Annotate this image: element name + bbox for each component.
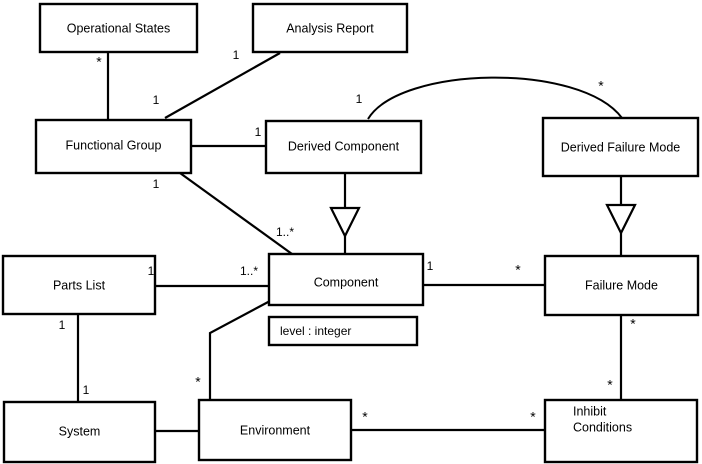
multiplicity-curve-left-one: 1 <box>356 92 363 106</box>
multiplicity-component-to-failure-mode: 1 <box>427 259 434 273</box>
class-label-derived-component: Derived Component <box>288 139 400 153</box>
class-box-functional-group[interactable]: Functional Group <box>34 118 193 175</box>
class-attribute-component-level: level : integer <box>280 324 351 338</box>
class-label-analysis-report: Analysis Report <box>286 21 374 35</box>
class-rect-derived-component <box>264 119 423 175</box>
class-rect-failure-mode <box>543 254 700 317</box>
association-curve-derived-component-derived-failure-mode <box>367 76 623 120</box>
class-attribute-compartment-component <box>267 315 419 347</box>
class-label-derived-failure-mode: Derived Failure Mode <box>561 140 681 154</box>
multiplicity-functional-group-to-operational-states: 1 <box>153 93 160 107</box>
class-label-failure-mode: Failure Mode <box>585 278 658 292</box>
class-box-derived-failure-mode[interactable]: Derived Failure Mode <box>541 116 700 178</box>
class-label-environment: Environment <box>240 423 311 437</box>
class-rect-system <box>2 400 157 464</box>
multiplicity-component-from-parts-list: 1..* <box>240 264 258 278</box>
multiplicity-analysis-report-one: 1 <box>233 48 240 62</box>
generalization-arrow-derived-failure-mode <box>605 203 637 236</box>
class-box-operational-states[interactable]: Operational States <box>38 2 199 54</box>
class-box-analysis-report[interactable]: Analysis Report <box>251 2 409 54</box>
class-box-system[interactable]: System <box>2 400 157 464</box>
multiplicity-environment-to-component-star: * <box>195 374 201 390</box>
multiplicity-parts-list-down-one: 1 <box>59 318 66 332</box>
multiplicity-component-from-functional-group: 1..* <box>276 225 294 239</box>
multiplicity-derived-component-one: 1 <box>255 125 262 139</box>
multiplicity-parts-list-one: 1 <box>148 264 155 278</box>
multiplicity-operational-states-star: * <box>96 54 102 70</box>
multiplicity-inhibit-conditions-left-star: * <box>530 409 536 425</box>
class-box-derived-component[interactable]: Derived Component <box>264 119 423 175</box>
class-rect-inhibit-conditions <box>543 398 699 464</box>
class-rect-component <box>267 252 425 307</box>
class-box-parts-list[interactable]: Parts List <box>1 254 157 316</box>
association-line-functional-group-component <box>179 172 293 255</box>
multiplicity-system-up-one: 1 <box>83 383 90 397</box>
multiplicity-environment-right-star: * <box>362 409 368 425</box>
generalization-arrow-derived-component <box>329 206 361 239</box>
class-box-environment[interactable]: Environment <box>197 398 353 462</box>
class-rect-derived-failure-mode <box>541 116 700 178</box>
class-box-failure-mode[interactable]: Failure Mode <box>543 254 700 317</box>
multiplicity-failure-mode-down-star: * <box>630 316 636 332</box>
multiplicity-curve-right-star: * <box>598 78 604 94</box>
association-line-analysis-report-functional-group <box>164 52 281 119</box>
class-rect-environment <box>197 398 353 462</box>
multiplicity-inhibit-conditions-up-star: * <box>607 377 613 393</box>
multiplicity-failure-mode-star: * <box>515 262 521 278</box>
association-line-component-environment <box>208 300 271 400</box>
class-label-component: Component <box>314 275 379 289</box>
class-rect-parts-list <box>1 254 157 316</box>
class-label-parts-list: Parts List <box>53 278 106 292</box>
class-box-component[interactable]: Component level : integer <box>267 252 425 347</box>
class-box-inhibit-conditions[interactable]: Inhibit Conditions <box>543 398 699 464</box>
class-rect-operational-states <box>38 2 199 54</box>
class-rect-functional-group <box>34 118 193 175</box>
multiplicity-functional-group-to-component: 1 <box>153 177 160 191</box>
class-label-functional-group: Functional Group <box>66 138 162 152</box>
class-label-system: System <box>59 424 101 438</box>
class-rect-analysis-report <box>251 2 409 54</box>
class-label-operational-states: Operational States <box>67 21 171 35</box>
class-label-inhibit-conditions-line1: Inhibit <box>573 404 607 418</box>
class-label-inhibit-conditions-line2: Conditions <box>573 420 632 434</box>
